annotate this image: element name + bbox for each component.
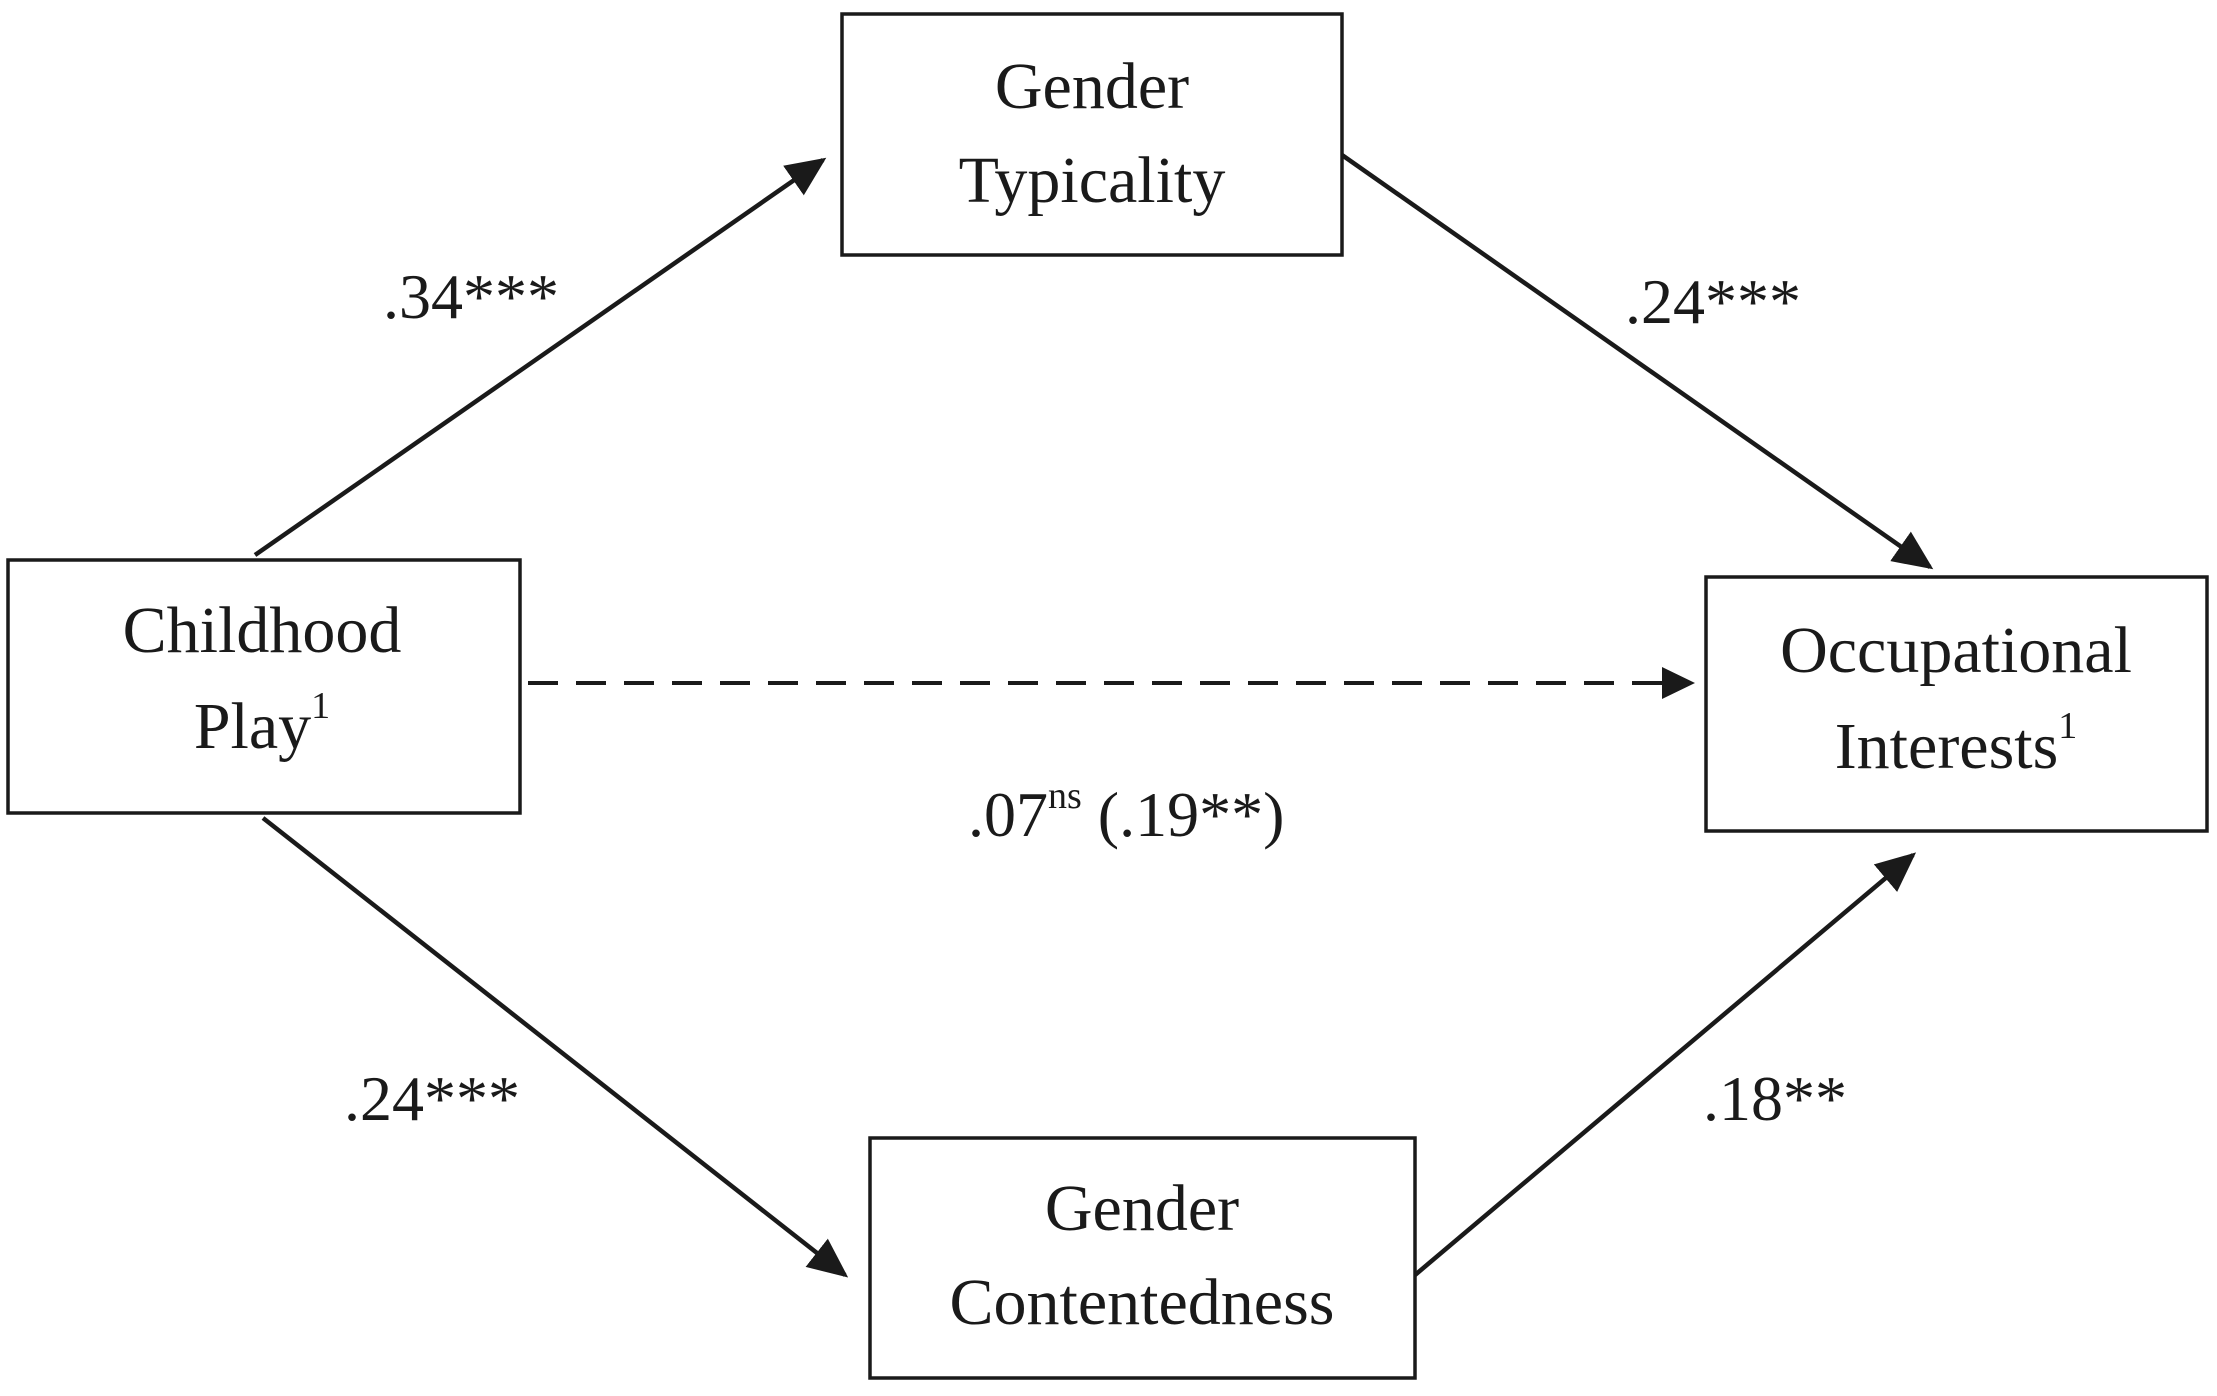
node-childhood-play: Childhood Play1 bbox=[6, 558, 522, 815]
direct-arrowhead bbox=[1662, 667, 1695, 699]
coef-contentedness-to-interests: .18** bbox=[1703, 1063, 1847, 1134]
node-childhood-play-line1: Childhood bbox=[123, 594, 402, 667]
coef-typicality-to-interests: .24*** bbox=[1625, 266, 1801, 337]
coef-direct-effect: .07ns (.19**) bbox=[968, 775, 1284, 850]
coef-total-effect: (.19**) bbox=[1082, 779, 1285, 850]
path-typicality-to-interests-arrow bbox=[1340, 153, 1934, 570]
node-gender-contentedness-line1: Gender bbox=[1045, 1172, 1239, 1245]
path-play-to-typicality-arrow bbox=[253, 157, 827, 557]
coef-play-to-contentedness: .24*** bbox=[344, 1063, 520, 1134]
path-contentedness-to-interests-arrow bbox=[1413, 852, 1917, 1277]
path-play-to-contentedness-arrow bbox=[261, 816, 849, 1278]
coef-play-to-typicality: .34*** bbox=[383, 261, 559, 332]
node-gender-typicality-line2: Typicality bbox=[959, 144, 1226, 217]
node-occupational-interests: Occupational Interests1 bbox=[1704, 575, 2209, 833]
node-gender-contentedness: Gender Contentedness bbox=[868, 1136, 1417, 1380]
coef-direct-value: .07 bbox=[968, 779, 1048, 850]
coef-direct-ns-superscript: ns bbox=[1048, 775, 1082, 817]
node-occupational-interests-superscript: 1 bbox=[2058, 705, 2077, 747]
node-childhood-play-superscript: 1 bbox=[311, 685, 330, 727]
node-gender-typicality: Gender Typicality bbox=[840, 12, 1344, 257]
node-gender-contentedness-line2: Contentedness bbox=[950, 1266, 1335, 1339]
node-occupational-interests-line2: Interests1 bbox=[1835, 705, 2078, 783]
node-childhood-play-line2: Play1 bbox=[194, 685, 330, 763]
node-gender-typicality-line1: Gender bbox=[995, 50, 1189, 123]
node-occupational-interests-line1: Occupational bbox=[1780, 614, 2132, 687]
